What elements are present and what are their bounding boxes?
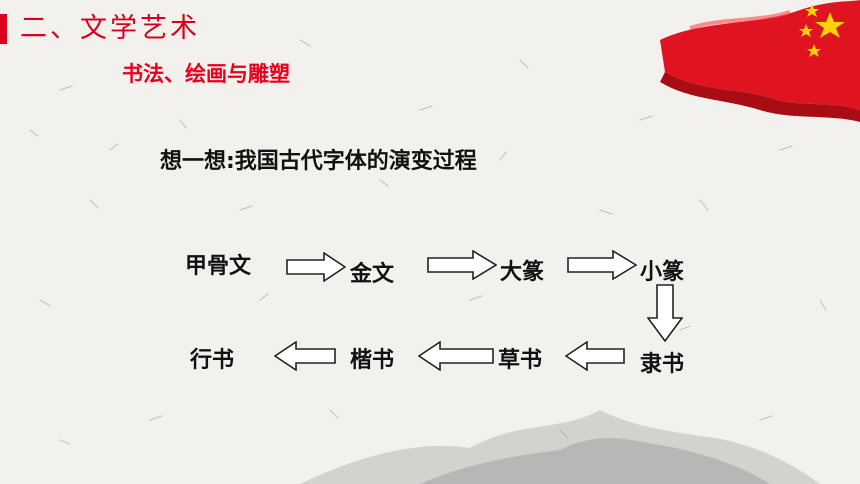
arrow-right-3 bbox=[567, 250, 637, 280]
ink-mountains bbox=[300, 410, 820, 484]
node-xiaozhuan: 小篆 bbox=[640, 260, 685, 285]
flag-decoration bbox=[660, 0, 860, 122]
arrow-right-2 bbox=[427, 250, 497, 280]
paper-texture bbox=[29, 39, 827, 445]
node-xingshu: 行书 bbox=[190, 348, 235, 373]
node-kaishu: 楷书 bbox=[350, 348, 395, 373]
arrow-right-1 bbox=[286, 252, 346, 282]
arrow-left-3 bbox=[274, 341, 336, 371]
question-heading: 想一想:我国古代字体的演变过程 bbox=[160, 149, 477, 174]
node-dazhuan: 大篆 bbox=[500, 260, 545, 285]
subtitle: 书法、绘画与雕塑 bbox=[122, 62, 290, 86]
arrow-left-2 bbox=[418, 341, 494, 371]
node-caoshu: 草书 bbox=[498, 348, 543, 373]
arrow-left-1 bbox=[565, 341, 625, 371]
title-accent-bar bbox=[0, 14, 7, 44]
node-jinwen: 金文 bbox=[350, 262, 395, 287]
node-jiaguwen: 甲骨文 bbox=[185, 254, 252, 279]
arrow-down bbox=[647, 284, 683, 342]
section-title: 二、文学艺术 bbox=[20, 13, 200, 44]
node-lishu: 隶书 bbox=[640, 352, 685, 377]
